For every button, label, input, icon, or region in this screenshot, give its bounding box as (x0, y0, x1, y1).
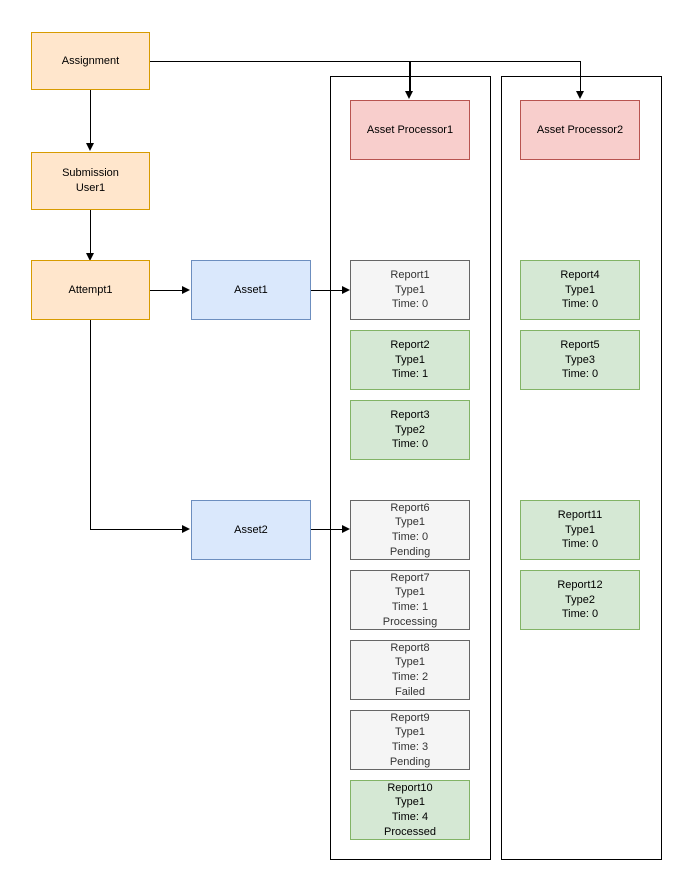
report-time: Time: 0 (561, 368, 599, 381)
report-time: Time: 0 (391, 531, 429, 543)
node-report2[interactable]: Report2 Type1 Time: 1 (350, 330, 470, 390)
edge-assignment-to-processors-trunk (150, 60, 581, 63)
node-report7[interactable]: Report7 Type1 Time: 1 Processing (350, 570, 470, 630)
report-time: Time: 3 (391, 741, 429, 753)
arrowhead-attempt-to-asset1 (182, 285, 190, 294)
arrowhead-attempt-to-asset2 (182, 524, 190, 533)
report-time: Time: 0 (391, 298, 429, 311)
arrowhead-assignment-to-submission (85, 143, 94, 151)
report-time: Time: 4 (391, 811, 429, 823)
report-name: Report3 (390, 409, 430, 422)
edge-submission-to-attempt (89, 210, 92, 254)
node-report4[interactable]: Report4 Type1 Time: 0 (520, 260, 640, 320)
report-time: Time: 1 (391, 601, 429, 613)
edge-asset1-to-report1 (311, 289, 344, 292)
node-attempt-label: Attempt1 (68, 283, 113, 296)
report-name: Report11 (557, 509, 603, 522)
node-report6[interactable]: Report6 Type1 Time: 0 Pending (350, 500, 470, 560)
report-type: Type1 (395, 796, 425, 809)
report-type: Type2 (565, 593, 595, 606)
edge-attempt-to-asset1 (150, 289, 183, 292)
node-report9[interactable]: Report9 Type1 Time: 3 Pending (350, 710, 470, 770)
report-name: Report2 (390, 339, 430, 352)
report-status: Processed (384, 825, 436, 838)
report-name: Report7 (390, 571, 430, 584)
report-time: Time: 0 (561, 538, 599, 551)
report-type: Type1 (395, 656, 425, 669)
report-type: Type1 (395, 353, 425, 366)
node-report3[interactable]: Report3 Type2 Time: 0 (350, 400, 470, 460)
node-report8[interactable]: Report8 Type1 Time: 2 Failed (350, 640, 470, 700)
report-name: Report1 (390, 269, 430, 282)
report-time: Time: 0 (561, 298, 599, 311)
report-name: Report12 (557, 579, 603, 592)
report-time: Time: 0 (391, 438, 429, 451)
node-asset-processor1-label: Asset Processor1 (366, 123, 454, 136)
report-type: Type1 (565, 523, 595, 536)
report-type: Type1 (395, 283, 425, 296)
report-type: Type1 (395, 726, 425, 739)
processor1-container (330, 76, 491, 860)
node-asset-processor1[interactable]: Asset Processor1 (350, 100, 470, 160)
node-assignment-label: Assignment (61, 54, 120, 67)
node-report11[interactable]: Report11 Type1 Time: 0 (520, 500, 640, 560)
node-report10[interactable]: Report10 Type1 Time: 4 Processed (350, 780, 470, 840)
arrowhead-asset2-to-report6 (342, 524, 350, 533)
report-name: Report5 (560, 339, 600, 352)
report-time: Time: 0 (561, 608, 599, 621)
report-status: Pending (389, 545, 431, 558)
edge-attempt-to-asset2-horizontal (89, 528, 184, 531)
edge-attempt-to-asset2-vertical (89, 320, 92, 530)
arrowhead-asset1-to-report1 (342, 285, 350, 294)
report-status: Processing (382, 615, 438, 628)
node-report5[interactable]: Report5 Type3 Time: 0 (520, 330, 640, 390)
node-submission-label-line1: Submission (62, 167, 119, 180)
report-name: Report10 (387, 781, 433, 794)
node-asset-processor2[interactable]: Asset Processor2 (520, 100, 640, 160)
report-type: Type1 (395, 516, 425, 529)
processor2-container (501, 76, 662, 860)
report-type: Type1 (395, 586, 425, 599)
node-assignment[interactable]: Assignment (31, 32, 150, 90)
edge-asset2-to-report6 (311, 528, 344, 531)
node-report1[interactable]: Report1 Type1 Time: 0 (350, 260, 470, 320)
report-name: Report4 (560, 269, 600, 282)
node-asset1-label: Asset1 (234, 283, 268, 296)
edge-assignment-to-submission (89, 90, 92, 144)
report-type: Type1 (565, 283, 595, 296)
report-status: Failed (395, 685, 425, 698)
node-report12[interactable]: Report12 Type2 Time: 0 (520, 570, 640, 630)
report-name: Report8 (390, 641, 430, 654)
arrowhead-submission-to-attempt (85, 253, 94, 261)
report-name: Report6 (390, 501, 430, 514)
report-time: Time: 2 (391, 671, 429, 683)
node-asset2[interactable]: Asset2 (191, 500, 311, 560)
node-attempt[interactable]: Attempt1 (31, 260, 150, 320)
node-asset-processor2-label: Asset Processor2 (536, 123, 624, 136)
node-asset1[interactable]: Asset1 (191, 260, 311, 320)
report-type: Type3 (565, 353, 595, 366)
report-type: Type2 (395, 423, 425, 436)
arrowhead-assignment-to-processor2 (575, 91, 584, 99)
arrowhead-assignment-to-processor1 (405, 91, 413, 99)
node-submission-label-line2: User1 (75, 182, 106, 194)
node-submission[interactable]: Submission User1 (31, 152, 150, 210)
report-status: Pending (389, 755, 431, 768)
report-time: Time: 1 (391, 368, 429, 381)
node-asset2-label: Asset2 (234, 523, 268, 536)
report-name: Report9 (390, 711, 430, 724)
